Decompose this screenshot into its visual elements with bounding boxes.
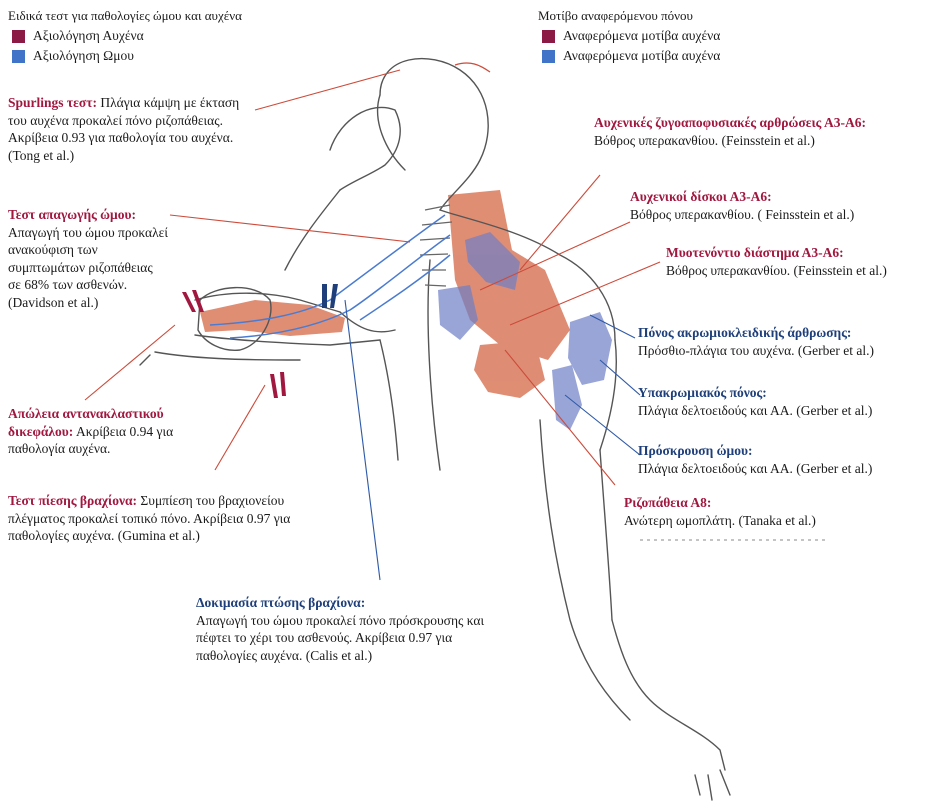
annotation-abduction-body: Απαγωγή του ώμου προκαλεί ανακούφιση των… bbox=[8, 224, 168, 312]
legend-label-shoulder-referred: Αναφερόμενα μοτίβα αυχένα bbox=[563, 48, 720, 64]
annotation-myotendinous: Μυοτενόντιο διάστημα Α3-Α6: Βόθρος υπερα… bbox=[666, 244, 938, 279]
annotation-radiculopathy: Ριζοπάθεια Α8: Ανώτερη ωμοπλάτη. (Tanaka… bbox=[624, 494, 924, 529]
legend-swatch-shoulder-referred bbox=[542, 50, 555, 63]
annotation-ac-joint-heading: Πόνος ακρωμιοκλειδικής άρθρωσης: bbox=[638, 324, 938, 342]
annotation-subacromial-heading: Υπακρωμιακός πόνος: bbox=[638, 384, 938, 402]
annotation-compression: Τεστ πίεσης βραχίονα: Συμπίεση του βραχι… bbox=[8, 492, 328, 545]
body-outline bbox=[140, 59, 730, 800]
annotation-radiculopathy-heading: Ριζοπάθεια Α8: bbox=[624, 494, 924, 512]
legend-left: Ειδικά τεστ για παθολογίες ώμου και αυχέ… bbox=[8, 8, 242, 64]
annotation-reflex: Απώλεια αντανακλαστικού δικεφάλου: Ακρίβ… bbox=[8, 405, 218, 458]
annotation-abduction-heading: Τεστ απαγωγής ώμου: bbox=[8, 206, 168, 224]
legend-label-neck: Αξιολόγηση Αυχένα bbox=[33, 28, 144, 44]
annotation-facet-heading: Αυχενικές ζυγοαποφυσιακές αρθρώσεις Α3-Α… bbox=[594, 114, 924, 132]
legend-right-title: Μοτίβο αναφερόμενου πόνου bbox=[538, 8, 720, 24]
annotation-drop-arm-body: Απαγωγή του ώμου προκαλεί πόνο πρόσκρουσ… bbox=[196, 612, 486, 665]
legend-item-shoulder-referred: Αναφερόμενα μοτίβα αυχένα bbox=[542, 48, 720, 64]
legend-item-neck: Αξιολόγηση Αυχένα bbox=[12, 28, 242, 44]
legend-swatch-shoulder bbox=[12, 50, 25, 63]
annotation-facet-body: Βόθρος υπερακανθίου. (Feinsstein et al.) bbox=[594, 132, 924, 150]
annotation-abduction: Τεστ απαγωγής ώμου: Απαγωγή του ώμου προ… bbox=[8, 206, 168, 311]
annotation-discs-body: Βόθρος υπερακανθίου. ( Feinsstein et al.… bbox=[630, 206, 930, 224]
annotation-compression-heading: Τεστ πίεσης βραχίονα: bbox=[8, 493, 137, 508]
annotation-impingement-heading: Πρόσκρουση ώμου: bbox=[638, 442, 938, 460]
annotation-drop-arm-heading: Δοκιμασία πτώσης βραχίονα: bbox=[196, 594, 486, 612]
annotation-spurling: Spurlings τεστ: Πλάγια κάμψη με έκταση τ… bbox=[8, 94, 248, 164]
shoulder-test-arrows bbox=[322, 284, 338, 308]
annotation-discs: Αυχενικοί δίσκοι Α3-Α6: Βόθρος υπερακανθ… bbox=[630, 188, 930, 223]
legend-item-neck-referred: Αναφερόμενα μοτίβα αυχένα bbox=[542, 28, 720, 44]
annotation-impingement: Πρόσκρουση ώμου: Πλάγια δελτοειδούς και … bbox=[638, 442, 938, 477]
legend-label-neck-referred: Αναφερόμενα μοτίβα αυχένα bbox=[563, 28, 720, 44]
annotation-radiculopathy-body: Ανώτερη ωμοπλάτη. (Tanaka et al.) bbox=[624, 512, 924, 530]
legend-item-shoulder: Αξιολόγηση Ωμου bbox=[12, 48, 242, 64]
legend-left-title: Ειδικά τεστ για παθολογίες ώμου και αυχέ… bbox=[8, 8, 242, 24]
legend-swatch-neck bbox=[12, 30, 25, 43]
annotation-ac-joint: Πόνος ακρωμιοκλειδικής άρθρωσης: Πρόσθιο… bbox=[638, 324, 938, 359]
annotation-spurling-heading: Spurlings τεστ: bbox=[8, 95, 97, 110]
annotation-facet: Αυχενικές ζυγοαποφυσιακές αρθρώσεις Α3-Α… bbox=[594, 114, 924, 149]
annotation-impingement-body: Πλάγια δελτοειδούς και ΑΑ. (Gerber et al… bbox=[638, 460, 938, 478]
legend-label-shoulder: Αξιολόγηση Ωμου bbox=[33, 48, 134, 64]
annotation-subacromial: Υπακρωμιακός πόνος: Πλάγια δελτοειδούς κ… bbox=[638, 384, 938, 419]
annotation-subacromial-body: Πλάγια δελτοειδούς και ΑΑ. (Gerber et al… bbox=[638, 402, 938, 420]
annotation-ac-joint-body: Πρόσθιο-πλάγια του αυχένα. (Gerber et al… bbox=[638, 342, 938, 360]
annotation-drop-arm: Δοκιμασία πτώσης βραχίονα: Απαγωγή του ώ… bbox=[196, 594, 486, 664]
legend-right: Μοτίβο αναφερόμενου πόνου Αναφερόμενα μο… bbox=[538, 8, 720, 64]
annotation-discs-heading: Αυχενικοί δίσκοι Α3-Α6: bbox=[630, 188, 930, 206]
annotation-myotendinous-body: Βόθρος υπερακανθίου. (Feinsstein et al.) bbox=[666, 262, 938, 280]
annotation-myotendinous-heading: Μυοτενόντιο διάστημα Α3-Α6: bbox=[666, 244, 938, 262]
legend-swatch-neck-referred bbox=[542, 30, 555, 43]
